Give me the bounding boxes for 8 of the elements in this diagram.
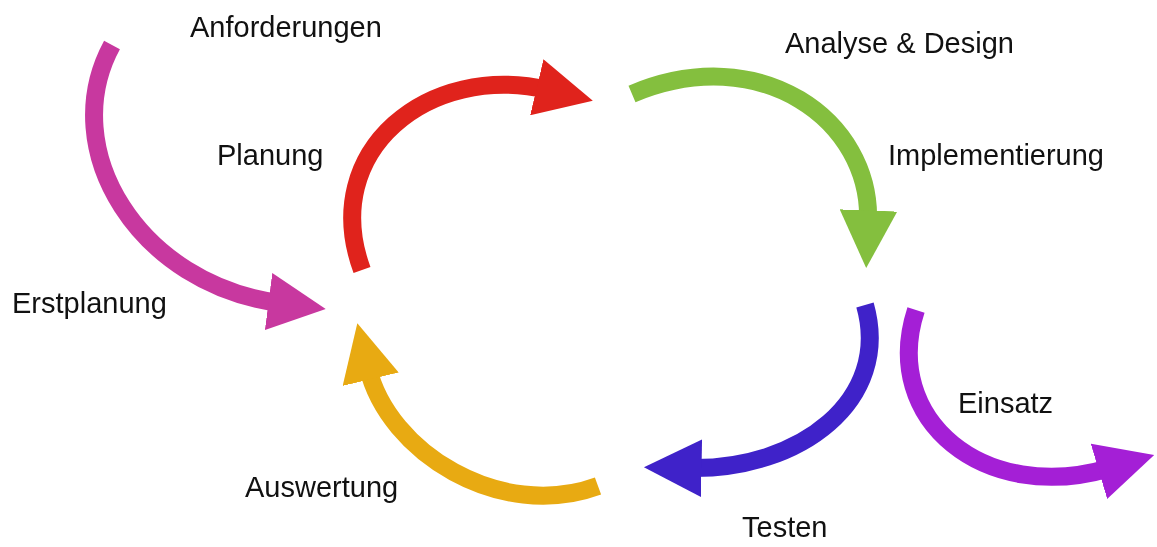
phase-label: Implementierung — [888, 140, 1104, 172]
phase-label: Planung — [217, 140, 324, 172]
phase-label: Anforderungen — [190, 12, 382, 44]
phase-label: Testen — [742, 512, 828, 544]
phase-label: Analyse & Design — [785, 28, 1014, 60]
phase-label: Erstplanung — [12, 288, 167, 320]
phase-label: Auswertung — [245, 472, 399, 504]
phase-label: Einsatz — [958, 388, 1054, 420]
